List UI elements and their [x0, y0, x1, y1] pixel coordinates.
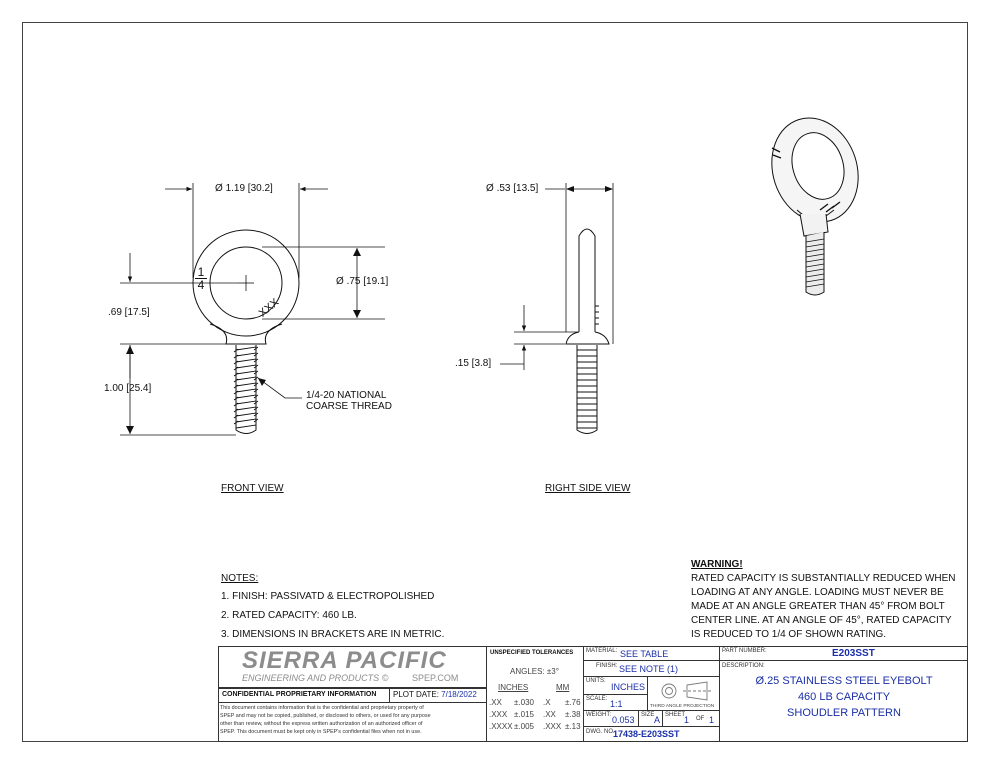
sheet-total: 1 — [709, 715, 715, 725]
weight-label: WEIGHT: — [586, 712, 611, 718]
note-1: 1. FINISH: PASSIVATD & ELECTROPOLISHED — [221, 591, 435, 602]
plot-date: PLOT DATE: 7/18/2022 — [393, 690, 477, 699]
scale-label: SCALE: — [586, 696, 608, 702]
material-label: MATERIAL: — [586, 648, 618, 654]
shoulder-dimension: .15 [3.8] — [455, 358, 492, 369]
projection-label: THIRD ANGLE PROJECTION — [650, 704, 715, 709]
ring-id-dimension: Ø .75 [19.1] — [336, 276, 389, 287]
right-side-view-geometry — [500, 183, 614, 434]
tolerances-heading: UNSPECIFIED TOLERANCES — [490, 650, 574, 656]
sheet-of-label: OF — [696, 716, 705, 722]
warning-line-2: LOADING AT ANY ANGLE. LOADING MUST NEVER… — [691, 587, 944, 598]
size-label: SIZE — [641, 712, 655, 718]
warning-line-4: CENTER LINE. AT AN ANGLE OF 45°, RATED C… — [691, 615, 952, 626]
sheet-label: SHEET — [665, 712, 686, 718]
front-view-label: FRONT VIEW — [221, 483, 284, 494]
note-3: 3. DIMENSIONS IN BRACKETS ARE IN METRIC. — [221, 629, 445, 640]
tolerance-inches-label: INCHES — [498, 683, 529, 692]
tolerance-mm-values: ±.76 ±.38 ±.13 — [565, 698, 581, 731]
confidential-text: This document contains information that … — [220, 705, 431, 735]
right-side-view-label: RIGHT SIDE VIEW — [545, 483, 631, 494]
material-value: SEE TABLE — [620, 649, 669, 659]
tolerance-mm-label: MM — [556, 683, 570, 692]
copyright-icon: © — [381, 673, 389, 683]
weight-value: 0.053 — [612, 715, 635, 725]
tolerance-mm-keys: .X .XX .XXX — [543, 698, 562, 731]
part-number-value: E203SST — [832, 648, 875, 659]
dwg-no-label: DWG. NO. — [586, 729, 615, 735]
warning-line-5: IS REDUCED TO 1/4 OF SHOWN RATING. — [691, 629, 887, 640]
units-value: INCHES — [611, 682, 646, 692]
tolerance-inches-values: ±.030 ±.015 ±.005 — [514, 698, 534, 731]
note-2: 2. RATED CAPACITY: 460 LB. — [221, 610, 357, 621]
dwg-no-value: 17438-E203SST — [613, 729, 680, 739]
part-number-label: PART NUMBER: — [722, 648, 767, 654]
sheet-value: 1 — [684, 715, 690, 725]
tolerance-inches-keys: .XX .XXX .XXXX — [489, 698, 513, 731]
finish-value: SEE NOTE (1) — [619, 664, 679, 674]
warning-line-1: RATED CAPACITY IS SUBSTANTIALLY REDUCED … — [691, 573, 956, 584]
ring-size-mark: 1 4 — [195, 266, 207, 291]
units-label: UNITS: — [586, 678, 606, 684]
ring-od-dimension: Ø 1.19 [30.2] — [215, 183, 273, 194]
thread-callout-line-1: 1/4-20 NATIONAL — [306, 390, 387, 401]
description-line-3: SHOUDLER PATTERN — [787, 707, 901, 719]
thread-callout: 1/4-20 NATIONAL COARSE THREAD — [306, 390, 392, 412]
warning-line-3: MADE AT AN ANGLE GREATER THAN 45° FROM B… — [691, 601, 945, 612]
shank-length-dimension: 1.00 [25.4] — [104, 383, 152, 394]
tolerance-angles: ANGLES: ±3° — [510, 667, 559, 676]
notes-heading: NOTES: — [221, 573, 259, 584]
description-text: Ø.25 STAINLESS STEEL EYEBOLT 460 LB CAPA… — [722, 673, 966, 721]
description-line-2: 460 LB CAPACITY — [797, 691, 891, 703]
description-line-1: Ø.25 STAINLESS STEEL EYEBOLT — [755, 675, 933, 687]
description-cell — [719, 660, 968, 742]
company-subtitle: ENGINEERING AND PRODUCTS © — [242, 673, 389, 683]
scale-value: 1:1 — [610, 699, 623, 709]
finish-label: FINISH: — [596, 663, 618, 669]
thread-callout-line-2: COARSE THREAD — [306, 401, 392, 412]
company-website: SPEP.COM — [412, 673, 459, 683]
isometric-eyebolt-geometry — [771, 117, 859, 296]
company-name: SIERRA PACIFIC — [242, 647, 447, 674]
ring-height-dimension: .69 [17.5] — [108, 307, 150, 318]
thickness-dimension: Ø .53 [13.5] — [486, 183, 539, 194]
warning-heading: WARNING! — [691, 559, 743, 570]
front-view-geometry — [120, 183, 385, 436]
size-value: A — [654, 715, 661, 725]
confidential-label: CONFIDENTIAL PROPRIETARY INFORMATION — [222, 691, 377, 698]
third-angle-projection-icon — [661, 681, 711, 701]
description-label: DESCRIPTION: — [722, 663, 765, 669]
